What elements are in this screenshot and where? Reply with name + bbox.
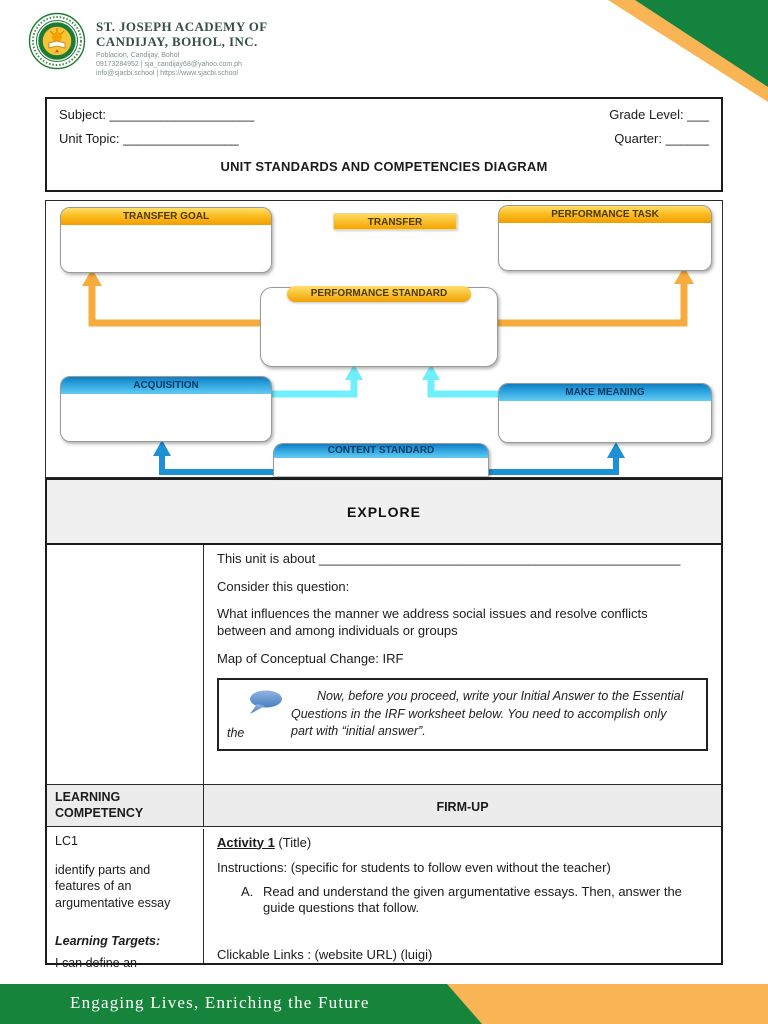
explore-title: EXPLORE [347, 503, 421, 520]
unit-info-box: Subject: ____________________ Grade Leve… [45, 97, 723, 192]
make-meaning-box: MAKE MEANING [498, 383, 712, 443]
standards-competencies-diagram: TRANSFER GOAL TRANSFER PERFORMANCE TASK … [45, 200, 723, 478]
item-a-label: A. [241, 883, 254, 899]
lc1-cell: LC1 identify parts and features of an ar… [47, 828, 204, 970]
content-standard-label: CONTENT STANDARD [274, 444, 488, 458]
subject-field: Subject: ____________________ [59, 107, 255, 122]
transfer-goal-label: TRANSFER GOAL [61, 208, 271, 225]
explore-content-cell: This unit is about _____________________… [204, 545, 721, 784]
performance-standard-box: PERFORMANCE STANDARD [260, 286, 498, 367]
school-address: Poblacion, Candijay, Bohol [96, 52, 180, 60]
activity-title-hint: (Title) [274, 834, 312, 850]
firm-up-header: FIRM-UP [436, 800, 489, 814]
explore-content-row: This unit is about _____________________… [47, 545, 721, 784]
grade-level-field: Grade Level: ___ [609, 107, 709, 122]
instructions-line: Instructions: (specific for students to … [217, 859, 611, 875]
instruction-item-a: A. Read and understand the given argumen… [241, 884, 708, 918]
clickable-links-line[interactable]: Clickable Links : (website URL) (luigi) [217, 947, 433, 963]
i-can-statement: I can define an [55, 956, 138, 971]
footer-tagline: Engaging Lives, Enriching the Future [70, 993, 370, 1012]
learning-targets-label: Learning Targets: [55, 934, 161, 949]
school-web: info@sjacbi.school | https://www.sjacbi.… [96, 70, 238, 78]
note-text: Now, before you proceed, write your Init… [291, 689, 684, 739]
activity-number: Activity 1 [217, 834, 275, 850]
grade-level-blank: ___ [687, 107, 709, 122]
lesson-table: This unit is about _____________________… [45, 545, 723, 970]
performance-standard-label: PERFORMANCE STANDARD [287, 286, 471, 302]
lc1-description: identify parts and features of an argume… [55, 862, 171, 911]
school-logo [28, 12, 86, 70]
transfer-goal-box: TRANSFER GOAL [60, 207, 272, 273]
footer-ribbon: Engaging Lives, Enriching the Future [0, 984, 768, 1024]
subject-blank: ____________________ [109, 107, 255, 122]
irf-note-box: Now, before you proceed, write your Init… [217, 678, 708, 751]
transfer-label: TRANSFER [333, 213, 457, 230]
footer-ribbon-shapes [0, 984, 768, 1024]
performance-task-label: PERFORMANCE TASK [499, 206, 711, 223]
section-header-row: LEARNING COMPETENCY FIRM-UP [47, 784, 721, 827]
school-name-line2: CANDIJAY, BOHOL, INC. [96, 33, 258, 49]
map-conceptual-change: Map of Conceptual Change: IRF [217, 650, 404, 666]
school-header: ST. JOSEPH ACADEMY OF CANDIJAY, BOHOL, I… [96, 19, 268, 78]
activity-title-line: Activity 1 (Title) [217, 835, 708, 850]
quarter-field: Quarter: ______ [614, 131, 709, 146]
activity-cell: Activity 1 (Title) Instructions: (specif… [204, 829, 721, 963]
content-standard-box: CONTENT STANDARD [273, 443, 489, 476]
acquisition-box: ACQUISITION [60, 376, 272, 442]
consider-line: Consider this question: [217, 578, 350, 594]
performance-task-box: PERFORMANCE TASK [498, 205, 712, 271]
school-contact: 09173284952 | sja_candijay68@yahoo.com.p… [96, 61, 242, 69]
make-meaning-label: MAKE MEANING [499, 384, 711, 401]
school-name-line1: ST. JOSEPH ACADEMY OF [96, 19, 268, 34]
explore-left-cell [47, 545, 204, 784]
note-hanging-word: the [227, 725, 245, 740]
corner-ribbon-decoration [608, 0, 768, 102]
page-title: UNIT STANDARDS AND COMPETENCIES DIAGRAM [220, 159, 548, 174]
acquisition-label: ACQUISITION [61, 377, 271, 394]
unit-topic-field: Unit Topic: ________________ [59, 131, 239, 146]
unit-topic-blank: ________________ [123, 131, 239, 146]
explore-banner: EXPLORE [45, 478, 723, 545]
item-a-text: Read and understand the given argumentat… [263, 883, 682, 916]
essential-question: What influences the manner we address so… [217, 606, 648, 638]
lc1-label: LC1 [55, 833, 78, 848]
quarter-blank: ______ [665, 131, 709, 146]
speech-bubble-icon [250, 690, 282, 715]
learning-competency-header: LEARNING COMPETENCY [47, 785, 204, 826]
lc1-row: LC1 identify parts and features of an ar… [47, 828, 721, 970]
unit-about-line: This unit is about _____________________… [217, 551, 681, 566]
diagram-arrows [82, 267, 694, 475]
